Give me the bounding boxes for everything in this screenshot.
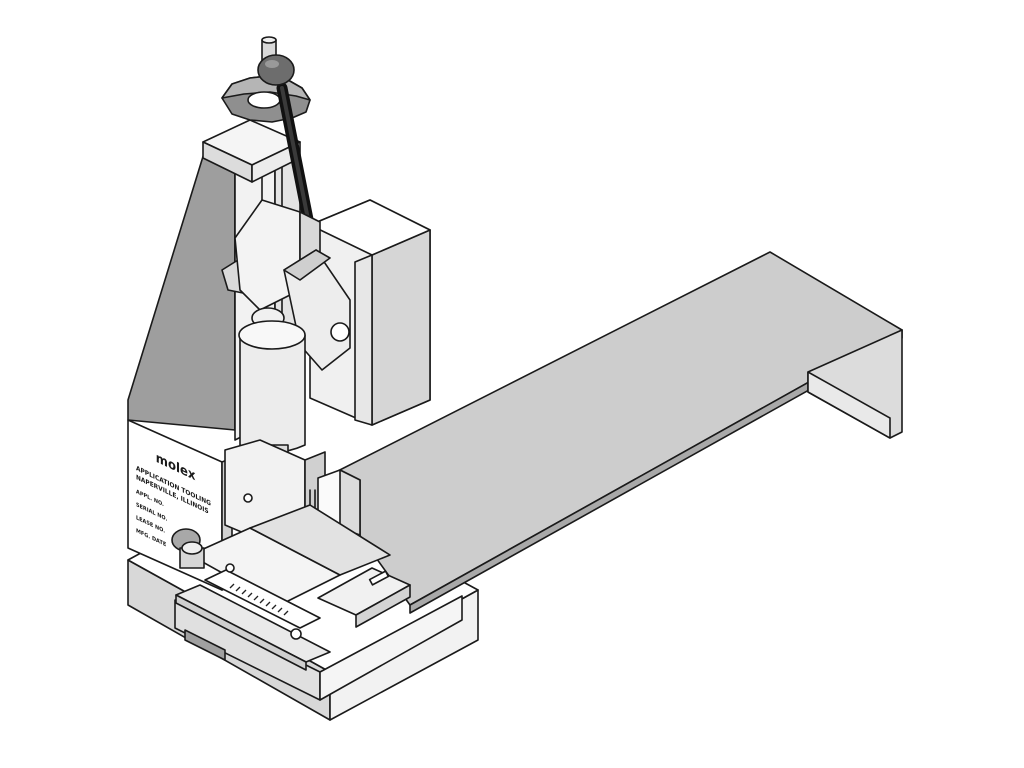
terminal-strip <box>229 583 289 616</box>
handle-grip-icon[interactable] <box>257 54 295 86</box>
top-cap <box>202 119 301 183</box>
support-arm <box>319 251 903 614</box>
side-knob[interactable] <box>171 528 205 569</box>
ram-housing <box>309 199 431 426</box>
die-bed <box>175 504 411 671</box>
